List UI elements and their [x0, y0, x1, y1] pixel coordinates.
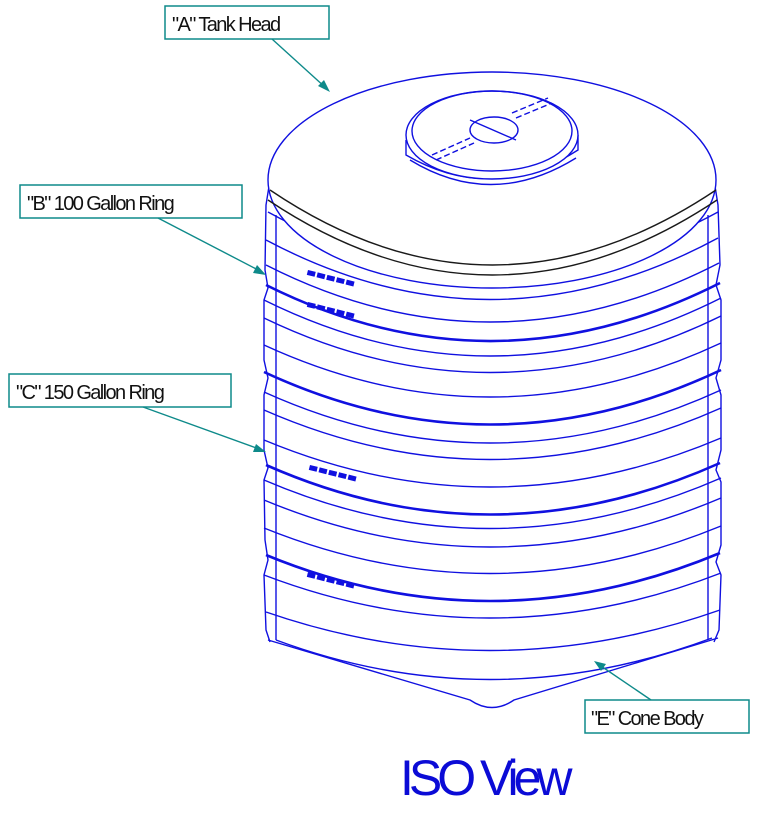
tank-lid — [405, 90, 579, 186]
callout-b: "B" 100 Gallon Ring — [19, 184, 266, 275]
callout-a-label: "A" Tank Head — [172, 14, 280, 36]
callout-b-label: "B" 100 Gallon Ring — [27, 193, 174, 215]
callout-a: "A" Tank Head — [164, 5, 330, 92]
cone-body — [267, 637, 719, 709]
view-title: ISO View — [400, 750, 573, 806]
tank-head — [267, 71, 718, 289]
callout-e-label: "E" Cone Body — [591, 708, 704, 730]
ring-slots — [306, 270, 357, 589]
callout-c-label: "C" 150 Gallon Ring — [16, 382, 164, 404]
callout-e: "E" Cone Body — [584, 661, 750, 734]
callout-c: "C" 150 Gallon Ring — [8, 373, 266, 452]
tank-shell — [263, 179, 722, 652]
